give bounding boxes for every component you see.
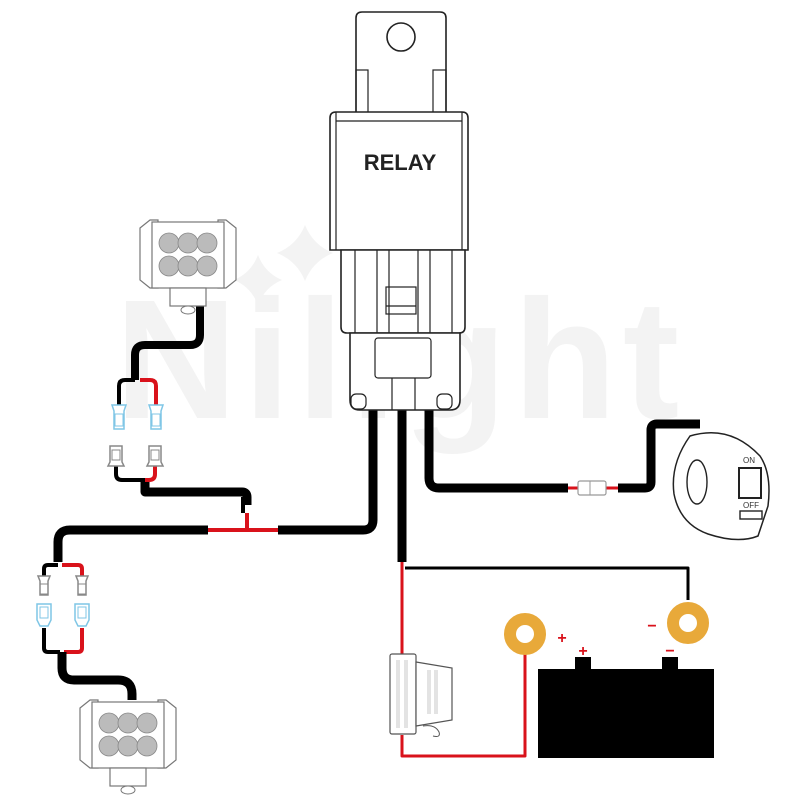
relay-mount-hole (386, 22, 416, 52)
relay-socket (340, 249, 466, 334)
wire-upper-branch (140, 478, 252, 505)
wire-mate-black (114, 465, 142, 482)
relay-label: RELAY (364, 150, 437, 175)
light-mount-bracket (109, 767, 147, 787)
ring-terminal-positive (504, 613, 546, 655)
switch-rocker (738, 467, 762, 499)
connector-blue (36, 603, 52, 627)
light-mount-bracket (169, 287, 207, 307)
wire-lower-red-bottom (64, 628, 84, 654)
wire-relay-to-switch (424, 410, 568, 493)
ring-negative-sign: − (647, 618, 656, 635)
led-array (98, 712, 158, 757)
switch-off-label: OFF (743, 501, 759, 510)
wire-fuse-to-positive (400, 648, 527, 758)
battery (538, 657, 714, 758)
connector-gray (36, 575, 52, 596)
battery-negative-post (662, 657, 678, 669)
connectors-bottom (36, 575, 90, 627)
wires (42, 290, 700, 758)
wire-mate-red (145, 465, 157, 482)
fuse-holder (389, 653, 453, 737)
wire-top-light-black (117, 378, 135, 405)
inline-connector (577, 480, 607, 496)
relay-latch (385, 286, 417, 315)
wire-lower-black-top (42, 563, 58, 576)
wire-top-light-red (140, 378, 158, 405)
connector-blue (74, 603, 90, 627)
led-array (158, 232, 218, 277)
sparkle-icon (277, 225, 333, 281)
relay-body (329, 111, 469, 251)
connector-gray (74, 575, 90, 596)
wire-switch-lead (618, 419, 700, 493)
relay: RELAY (329, 11, 469, 411)
battery-body (538, 669, 714, 758)
wire-lower-red-top (62, 563, 84, 576)
wire-bottom-light (57, 652, 137, 700)
wire-ground (405, 566, 690, 600)
ring-positive-sign: + (557, 630, 566, 647)
wire-lower-branch (53, 525, 208, 562)
wire-lower-black-bottom (42, 628, 60, 654)
connector-blue (147, 404, 165, 430)
wire-top-light (131, 290, 204, 380)
battery-positive-post (575, 657, 591, 669)
light-bar-bottom (79, 699, 177, 795)
wire-relay-to-lights (278, 410, 378, 535)
ring-terminal-negative (667, 602, 709, 644)
battery-positive-sign: + (578, 643, 587, 660)
relay-mount-tab (355, 11, 447, 113)
connector-gray (106, 445, 126, 467)
light-bar-top (139, 219, 237, 315)
connectors-top (106, 404, 165, 467)
sparkle-icon (234, 255, 282, 305)
rocker-switch: ON OFF (672, 432, 770, 541)
connector-blue (110, 404, 128, 430)
switch-handlebar-hole (686, 459, 708, 505)
switch-on-label: ON (743, 456, 755, 465)
battery-negative-sign: − (665, 643, 674, 660)
connector-gray (145, 445, 165, 467)
